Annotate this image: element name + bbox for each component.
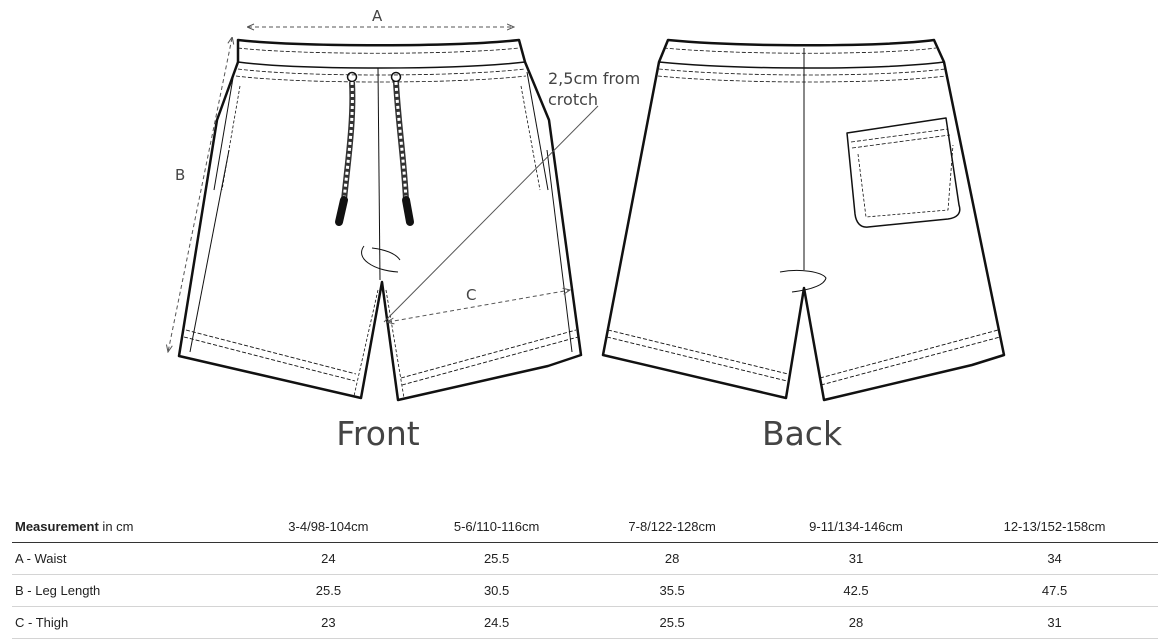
dimension-label-b: B [175, 166, 185, 184]
table-cell: 28 [583, 542, 761, 575]
size-header: 7-8/122-128cm [583, 511, 761, 543]
size-header: 9-11/134-146cm [760, 511, 952, 543]
size-header: 5-6/110-116cm [409, 511, 584, 543]
table-cell: 35.5 [583, 574, 761, 607]
shorts-diagram: A B C 2,5cm from crotch Front Back [0, 7, 1006, 453]
back-view-label: Back [762, 414, 843, 453]
dimension-b-line [168, 38, 232, 352]
table-cell: 25.5 [409, 542, 584, 575]
size-chart-table: Measurement in cm 3-4/98-104cm 5-6/110-1… [12, 511, 1158, 639]
table-cell: 25.5 [247, 574, 410, 607]
table-cell: 34 [951, 542, 1158, 575]
measurement-unit: in cm [98, 519, 134, 534]
crotch-note-line2: crotch [548, 90, 598, 109]
table-cell: 24.5 [409, 606, 584, 639]
table-row: C - Thigh 23 24.5 25.5 28 31 [12, 606, 1158, 639]
dimension-c-line [388, 290, 570, 322]
table-cell: 42.5 [760, 574, 952, 607]
table-cell: 30.5 [409, 574, 584, 607]
measurement-header: Measurement in cm [12, 511, 247, 543]
table-cell: 24 [247, 542, 410, 575]
front-shorts-drawing [177, 38, 583, 402]
row-label: C - Thigh [12, 606, 247, 639]
measurement-header-bold: Measurement [15, 519, 99, 534]
back-shorts-drawing [601, 38, 1006, 402]
row-label: B - Leg Length [12, 574, 247, 607]
front-view-label: Front [336, 414, 420, 453]
table-row: A - Waist 24 25.5 28 31 34 [12, 542, 1158, 575]
table-header-row: Measurement in cm 3-4/98-104cm 5-6/110-1… [12, 511, 1158, 543]
dimension-label-a: A [372, 7, 383, 25]
size-header: 12-13/152-158cm [951, 511, 1158, 543]
table-cell: 31 [760, 542, 952, 575]
table-cell: 25.5 [583, 606, 761, 639]
table-cell: 31 [951, 606, 1158, 639]
table-cell: 28 [760, 606, 952, 639]
table-cell: 47.5 [951, 574, 1158, 607]
table-row: B - Leg Length 25.5 30.5 35.5 42.5 47.5 [12, 574, 1158, 607]
dimension-label-c: C [466, 286, 476, 304]
row-label: A - Waist [12, 542, 247, 575]
size-header: 3-4/98-104cm [247, 511, 410, 543]
note-leader-line [383, 105, 599, 323]
crotch-note-line1: 2,5cm from [548, 69, 640, 88]
dimension-lines [168, 27, 570, 352]
table-cell: 23 [247, 606, 410, 639]
